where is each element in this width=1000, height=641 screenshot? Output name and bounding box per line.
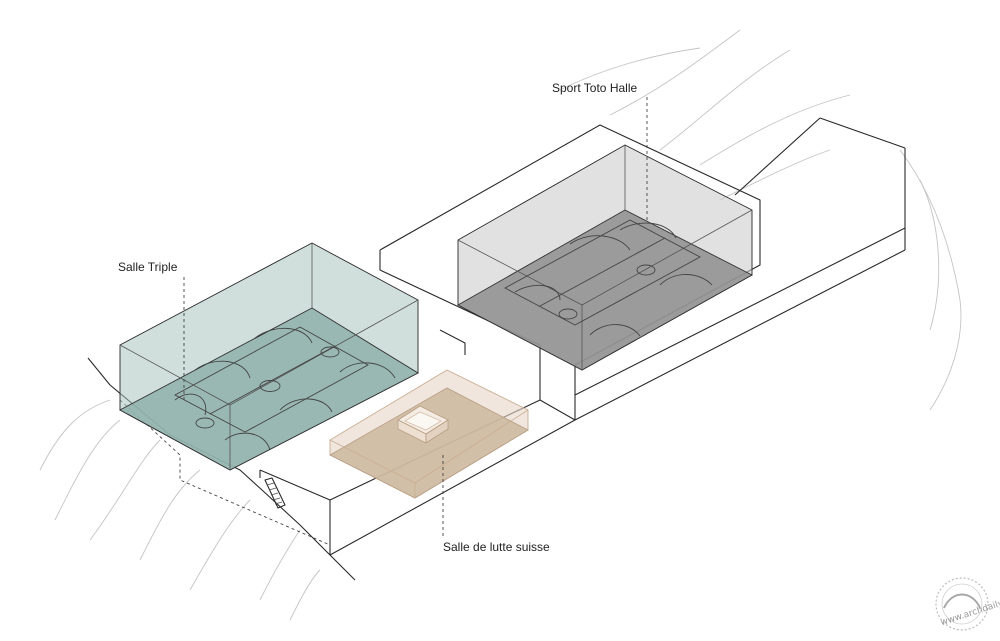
label-leader-lines: [183, 97, 648, 538]
label-salle-triple: Salle Triple: [118, 260, 178, 274]
salle-de-lutte-suisse-volume: [329, 369, 529, 499]
label-salle-de-lutte-suisse: Salle de lutte suisse: [443, 540, 550, 554]
wrestling-ring: [397, 405, 449, 444]
sport-toto-halle-volume: [457, 144, 753, 371]
exterior-stair: [264, 477, 286, 509]
label-sport-toto-halle: Sport Toto Halle: [552, 81, 637, 95]
salle-triple-court-markings: [174, 326, 396, 451]
salle-triple-volume: [119, 242, 419, 471]
sport-toto-halle-floor: [457, 209, 753, 371]
salle-de-lutte-floor: [329, 387, 529, 499]
sport-toto-court-markings: [504, 219, 713, 337]
archdaily-cn-logo-icon: www.archdaily.cn: [935, 577, 1000, 631]
salle-triple-floor: [119, 307, 419, 471]
building-plinth: [259, 117, 906, 556]
terrain-contours: [39, 29, 962, 621]
